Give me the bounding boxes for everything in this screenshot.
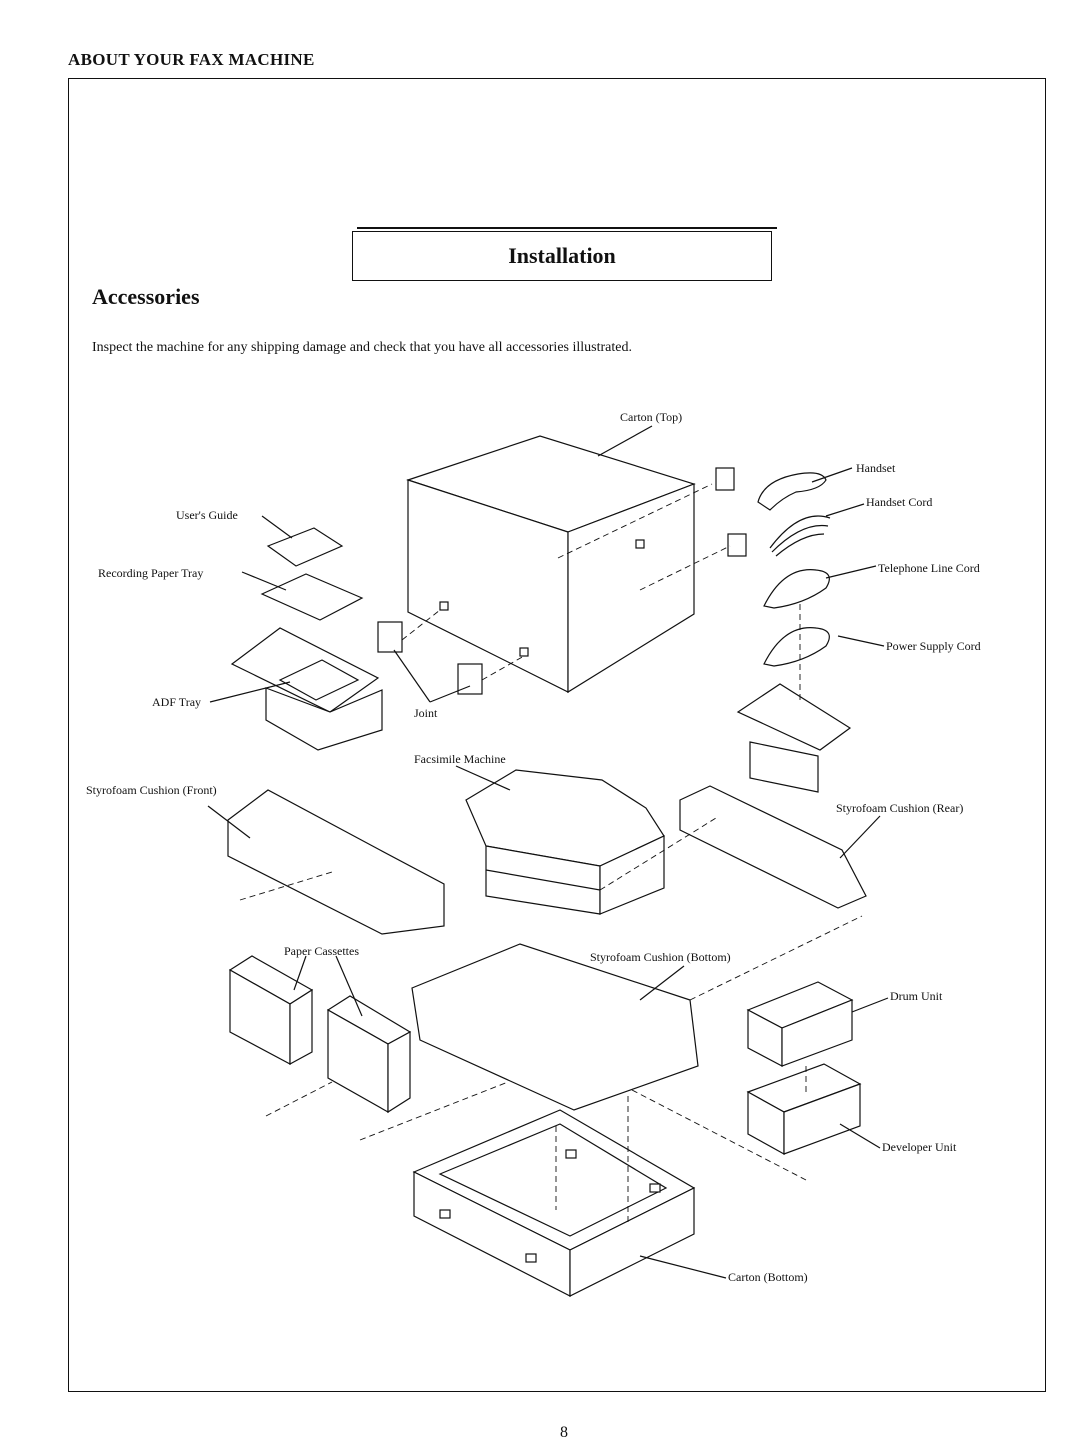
cushion-rear (679, 785, 867, 909)
label-joint: Joint (414, 706, 438, 720)
label-facsimile-machine: Facsimile Machine (414, 752, 506, 766)
label-developer-unit: Developer Unit (882, 1140, 957, 1154)
power-supply-cord (763, 627, 830, 667)
label-paper-cassettes: Paper Cassettes (284, 944, 359, 958)
label-cushion-front: Styrofoam Cushion (Front) (86, 783, 217, 797)
users-guide (266, 527, 344, 567)
page-number: 8 (560, 1424, 568, 1441)
subheading: Accessories (92, 284, 200, 309)
section-header: ABOUT YOUR FAX MACHINE (68, 50, 315, 69)
intro-text: Inspect the machine for any shipping dam… (92, 340, 632, 355)
page-title: Installation (352, 227, 777, 281)
telephone-line-cord (763, 569, 830, 609)
label-adf-tray: ADF Tray (152, 695, 202, 709)
label-users-guide: User's Guide (176, 508, 238, 522)
facsimile-machine (465, 769, 665, 915)
developer-unit (746, 1063, 862, 1156)
assembly-guides (239, 483, 863, 1224)
label-cushion-bottom: Styrofoam Cushion (Bottom) (590, 950, 731, 964)
joints (377, 621, 483, 695)
carton-bottom (412, 1109, 696, 1297)
recording-paper-tray (260, 573, 364, 621)
label-cushion-rear: Styrofoam Cushion (Rear) (836, 801, 964, 815)
label-carton-top: Carton (Top) (620, 410, 683, 424)
label-drum-unit: Drum Unit (890, 989, 943, 1003)
label-handset: Handset (856, 461, 896, 475)
handset-cord (769, 515, 831, 557)
handset (757, 472, 827, 511)
label-carton-bottom: Carton (Bottom) (728, 1270, 808, 1284)
label-telephone-line-cord: Telephone Line Cord (878, 561, 980, 575)
label-recording-paper-tray: Recording Paper Tray (98, 566, 204, 580)
carton-top (406, 435, 696, 694)
label-handset-cord: Handset Cord (866, 495, 933, 509)
cushion-bottom (411, 943, 699, 1111)
label-power-supply-cord: Power Supply Cord (886, 639, 981, 653)
adf-tray (278, 659, 360, 701)
cushion-front (227, 789, 445, 935)
paper-cassettes (228, 955, 412, 1114)
leader-lines (207, 425, 889, 1279)
drum-unit (746, 981, 854, 1067)
content-frame (68, 78, 1046, 1392)
